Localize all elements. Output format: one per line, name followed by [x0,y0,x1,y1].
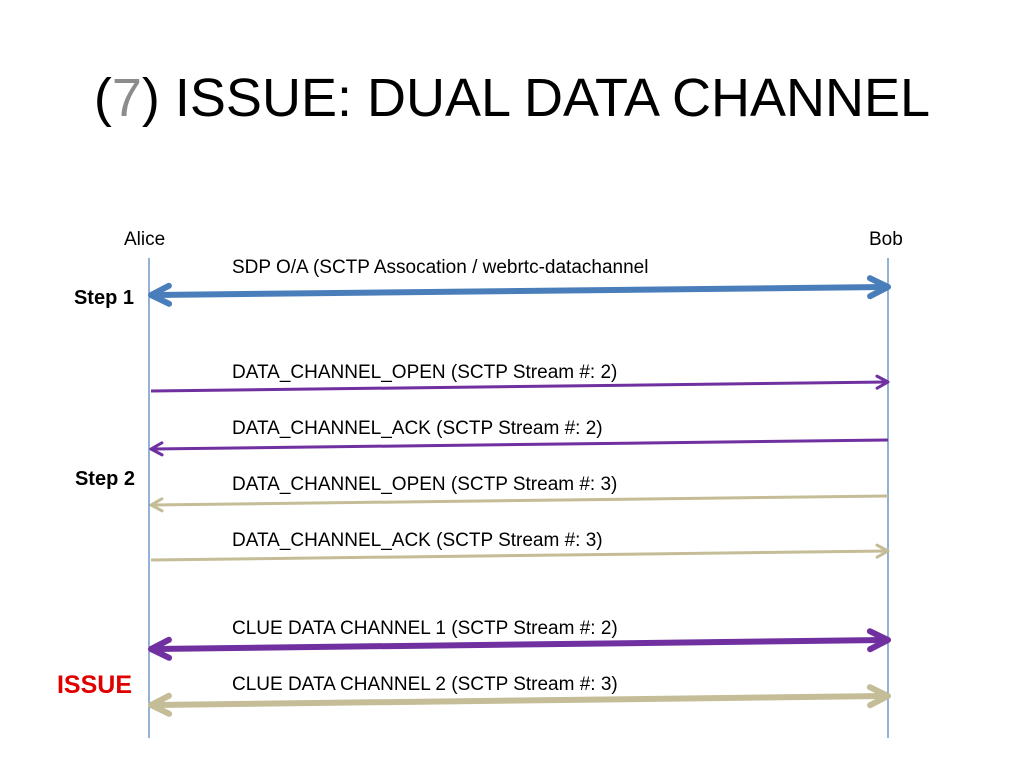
message-7-arrowhead-alice [148,692,173,717]
message-4-arrow-line [151,494,889,507]
message-5-label: DATA_CHANNEL_ACK (SCTP Stream #: 3) [232,530,603,551]
message-5-arrowhead-bob [875,543,890,559]
message-6-arrowhead-bob [866,628,891,653]
message-6-arrow-line [154,637,885,652]
message-4-arrowhead-alice [149,497,164,513]
title-open-paren: ( [93,68,112,128]
message-3-arrow-line [151,438,889,451]
message-2-arrowhead-bob [875,374,890,390]
title-number: 7 [111,68,142,128]
lifelines [148,258,889,738]
message-1-label: SDP O/A (SCTP Assocation / webrtc-datach… [232,257,649,278]
message-2-label: DATA_CHANNEL_OPEN (SCTP Stream #: 2) [232,362,618,383]
message-7-arrowhead-bob [866,684,891,709]
message-4-label: DATA_CHANNEL_OPEN (SCTP Stream #: 3) [232,474,618,495]
message-3-label: DATA_CHANNEL_ACK (SCTP Stream #: 2) [232,418,603,439]
message-1-arrowhead-alice [148,282,173,307]
message-1-arrowhead-bob [866,275,891,300]
message-2-arrow-line [150,380,888,393]
message-6-label: CLUE DATA CHANNEL 1 (SCTP Stream #: 2) [232,618,618,639]
message-1-arrow-line [154,284,885,298]
message-3-arrowhead-alice [149,441,164,457]
title-text: ) ISSUE: DUAL DATA CHANNEL [141,68,931,128]
participant-alice-label: Alice [124,229,166,250]
issue-label: ISSUE [56,671,132,699]
message-7-label: CLUE DATA CHANNEL 2 (SCTP Stream #: 3) [232,674,618,695]
participant-bob-label: Bob [869,229,903,250]
slide-title: (7) ISSUE: DUAL DATA CHANNEL [0,58,1024,138]
message-arrows [148,275,891,717]
step-2-label: Step 2 [74,468,135,490]
message-7-arrow-line [154,693,885,708]
step-1-label: Step 1 [73,287,134,309]
message-5-arrow-line [150,549,888,562]
message-6-arrowhead-alice [148,636,173,661]
